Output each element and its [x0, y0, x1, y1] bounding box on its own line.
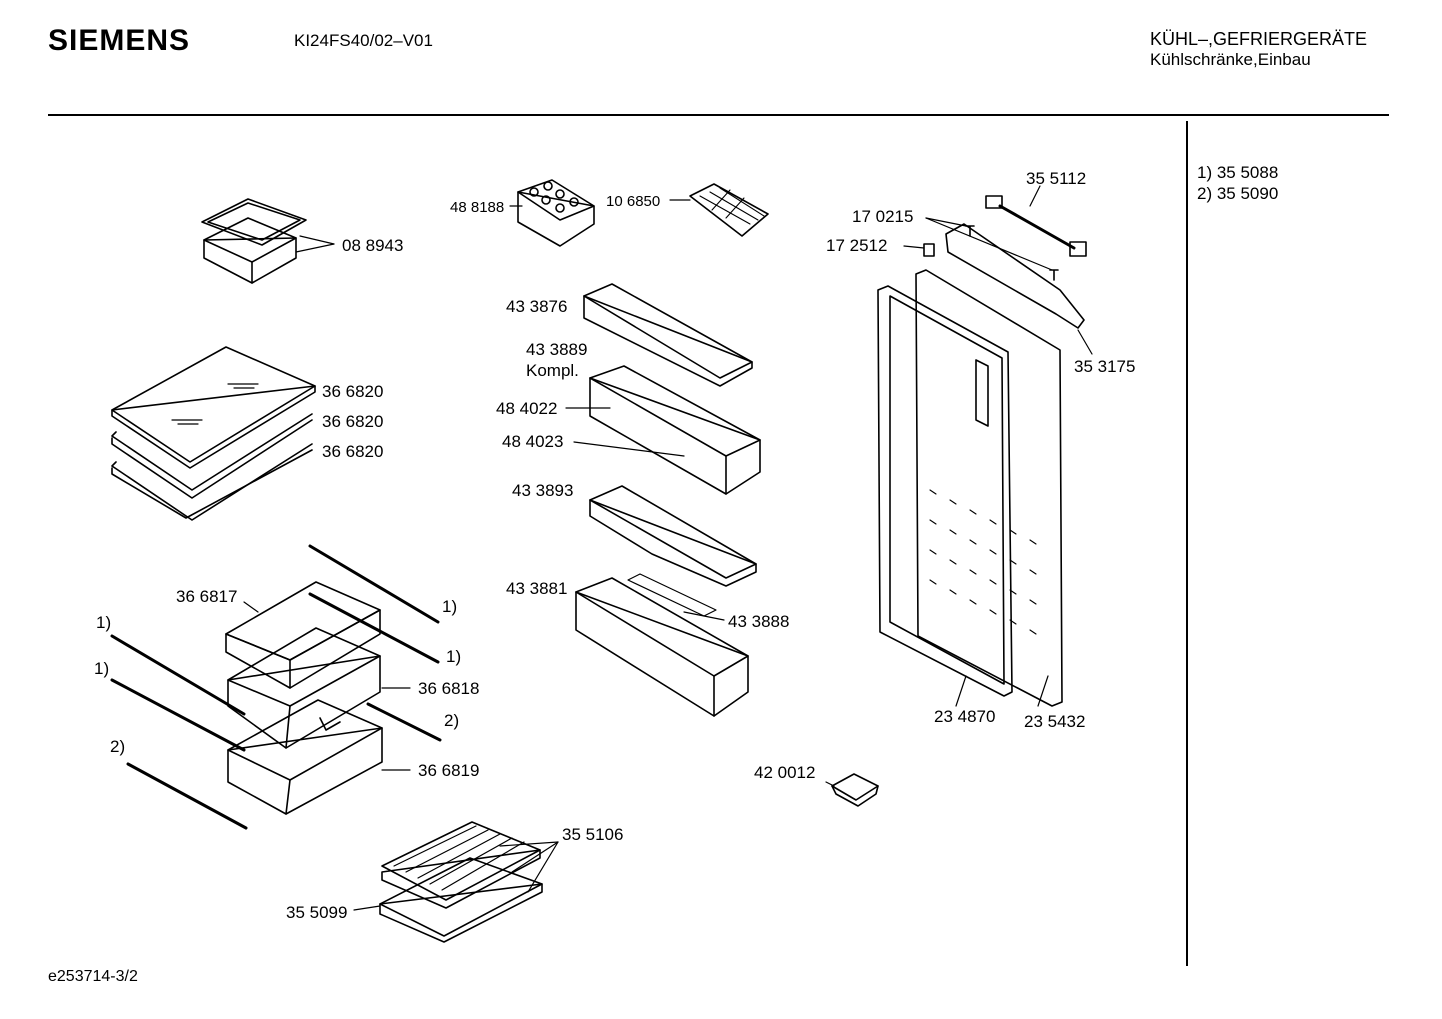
grid-plates-drawing [379, 821, 543, 943]
label-088943: 08 8943 [342, 236, 403, 255]
label-355106: 35 5106 [562, 825, 623, 844]
category-title: KÜHL–,GEFRIERGERÄTE [1150, 29, 1368, 49]
note-2-b: 2) [110, 737, 125, 756]
label-433888: 43 3888 [728, 612, 789, 631]
small-container-drawing [831, 773, 879, 807]
label-366817: 36 6817 [176, 587, 237, 606]
footnote-1: 1) 35 5088 [1197, 163, 1279, 182]
label-433881: 43 3881 [506, 579, 567, 598]
note-1-b: 1) [446, 647, 461, 666]
ice-tray-drawing [689, 183, 769, 237]
label-355099: 35 5099 [286, 903, 347, 922]
label-433876: 43 3876 [506, 297, 567, 316]
notes-divider [1186, 121, 1188, 966]
drawer-rails-drawing [110, 544, 442, 830]
label-488188: 48 8188 [450, 199, 504, 216]
label-106850: 10 6850 [606, 193, 660, 210]
label-366820-c: 36 6820 [322, 442, 383, 461]
label-433889: 43 3889 [526, 340, 587, 359]
footnotes: 1) 35 5088 2) 35 5090 [1197, 162, 1278, 204]
label-235432: 23 5432 [1024, 712, 1085, 731]
label-420012: 42 0012 [754, 763, 815, 782]
butter-box-drawing [201, 198, 307, 284]
note-1-d: 1) [94, 659, 109, 678]
header-divider [48, 114, 1389, 116]
egg-tray-drawing [517, 179, 595, 247]
footnote-2: 2) 35 5090 [1197, 184, 1279, 203]
note-1-c: 1) [96, 613, 111, 632]
label-234870: 23 4870 [934, 707, 995, 726]
label-355112: 35 5112 [1026, 169, 1086, 188]
door-shelves-drawing [575, 283, 761, 717]
drawing-id: e253714-3/2 [48, 968, 138, 985]
label-kompl: Kompl. [526, 361, 579, 380]
model-number: KI24FS40/02–V01 [294, 31, 433, 50]
category-subtitle: Kühlschränke,Einbau [1150, 50, 1311, 69]
drawers-drawing [225, 581, 383, 815]
label-484023: 48 4023 [502, 432, 563, 451]
label-366820-a: 36 6820 [322, 382, 383, 401]
label-366819: 36 6819 [418, 761, 479, 780]
leader-lines [243, 185, 1093, 911]
label-433893: 43 3893 [512, 481, 573, 500]
label-172512: 17 2512 [826, 236, 887, 255]
door-panel-drawing [877, 269, 1063, 707]
brand-logo: SIEMENS [48, 24, 191, 57]
label-484022: 48 4022 [496, 399, 557, 418]
glass-shelves-drawing [111, 346, 316, 521]
label-366820-b: 36 6820 [322, 412, 383, 431]
note-2-a: 2) [444, 711, 459, 730]
label-170215: 17 0215 [852, 207, 913, 226]
note-1-a: 1) [442, 597, 457, 616]
hinge-parts-drawing [923, 195, 1087, 329]
label-353175: 35 3175 [1074, 357, 1135, 376]
label-366818: 36 6818 [418, 679, 479, 698]
